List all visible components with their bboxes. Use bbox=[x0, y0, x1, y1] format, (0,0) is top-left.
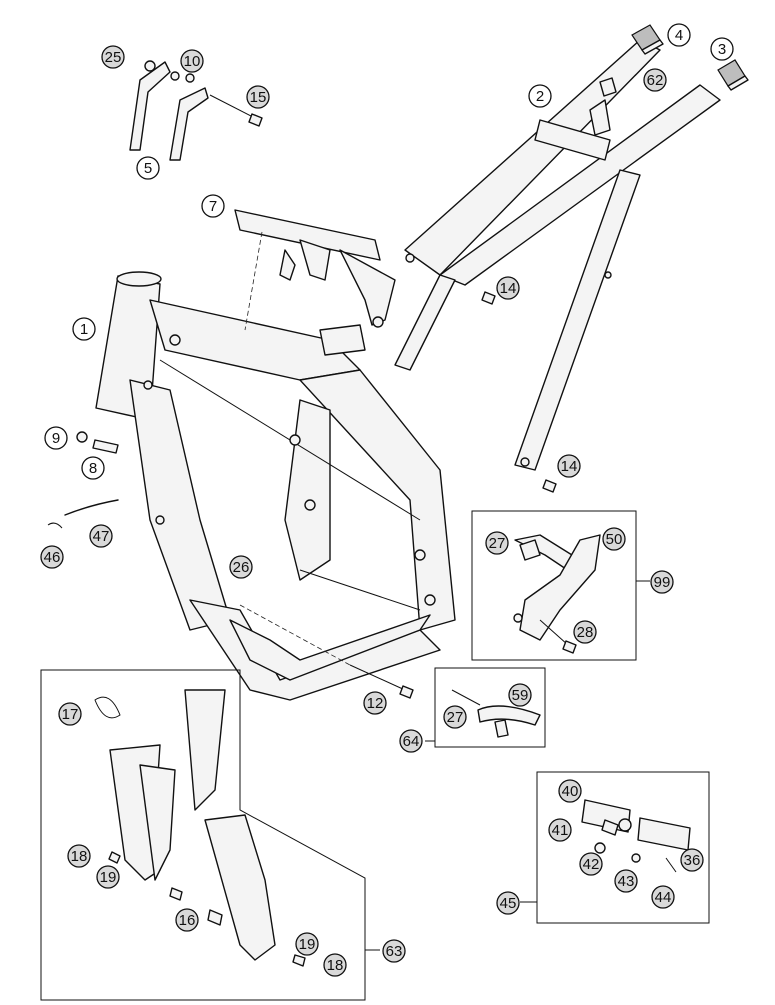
callout-14-lower: 14 bbox=[557, 454, 581, 478]
callout-63: 63 bbox=[382, 939, 406, 963]
svg-text:62: 62 bbox=[647, 72, 664, 89]
svg-text:8: 8 bbox=[89, 460, 97, 477]
svg-text:44: 44 bbox=[655, 889, 672, 906]
callout-40: 40 bbox=[558, 779, 582, 803]
svg-text:19: 19 bbox=[299, 936, 316, 953]
svg-text:40: 40 bbox=[562, 783, 579, 800]
callout-18-right: 18 bbox=[323, 953, 347, 977]
svg-text:12: 12 bbox=[367, 695, 384, 712]
callout-59: 59 bbox=[508, 683, 532, 707]
callout-64: 64 bbox=[399, 729, 423, 753]
svg-text:27: 27 bbox=[447, 709, 464, 726]
bushing-62 bbox=[599, 77, 617, 97]
svg-text:2: 2 bbox=[536, 88, 544, 105]
svg-text:50: 50 bbox=[606, 531, 623, 548]
svg-text:4: 4 bbox=[675, 27, 683, 44]
callout-99: 99 bbox=[650, 570, 674, 594]
svg-text:63: 63 bbox=[386, 943, 403, 960]
svg-text:26: 26 bbox=[233, 559, 250, 576]
svg-text:15: 15 bbox=[250, 89, 267, 106]
svg-text:18: 18 bbox=[71, 848, 88, 865]
svg-text:5: 5 bbox=[144, 160, 152, 177]
subframe bbox=[394, 39, 721, 471]
callout-2: 2 bbox=[528, 84, 552, 108]
svg-text:9: 9 bbox=[52, 430, 60, 447]
svg-text:41: 41 bbox=[552, 822, 569, 839]
callout-17: 17 bbox=[58, 702, 82, 726]
svg-text:25: 25 bbox=[105, 49, 122, 66]
svg-text:43: 43 bbox=[618, 873, 635, 890]
callout-36: 36 bbox=[680, 848, 704, 872]
callout-18-left: 18 bbox=[67, 844, 91, 868]
svg-text:45: 45 bbox=[500, 895, 517, 912]
callout-5: 5 bbox=[136, 156, 160, 180]
callout-12: 12 bbox=[363, 691, 387, 715]
svg-text:28: 28 bbox=[577, 624, 594, 641]
callout-14-upper: 14 bbox=[496, 276, 520, 300]
callout-50: 50 bbox=[602, 527, 626, 551]
svg-text:46: 46 bbox=[44, 549, 61, 566]
svg-text:19: 19 bbox=[100, 869, 117, 886]
subframe-end-caps bbox=[631, 24, 749, 91]
callout-27-box99: 27 bbox=[485, 531, 509, 555]
svg-text:17: 17 bbox=[62, 706, 79, 723]
callout-1: 1 bbox=[72, 317, 96, 341]
callout-47: 47 bbox=[89, 524, 113, 548]
callout-25: 25 bbox=[101, 45, 125, 69]
pivot-bolt bbox=[349, 664, 406, 691]
callout-7: 7 bbox=[201, 194, 225, 218]
callout-62: 62 bbox=[643, 68, 667, 92]
callout-15: 15 bbox=[246, 85, 270, 109]
callout-16: 16 bbox=[175, 908, 199, 932]
axle-hardware bbox=[47, 431, 119, 529]
main-frame bbox=[95, 271, 456, 701]
callout-19-left: 19 bbox=[96, 865, 120, 889]
svg-text:64: 64 bbox=[403, 733, 420, 750]
callout-28: 28 bbox=[573, 620, 597, 644]
callout-45: 45 bbox=[496, 891, 520, 915]
callout-41: 41 bbox=[548, 818, 572, 842]
svg-text:27: 27 bbox=[489, 535, 506, 552]
callout-10: 10 bbox=[180, 49, 204, 73]
callout-44: 44 bbox=[651, 885, 675, 909]
svg-text:14: 14 bbox=[561, 458, 578, 475]
callout-27-box64: 27 bbox=[443, 705, 467, 729]
svg-text:1: 1 bbox=[80, 321, 88, 338]
box-63-frame-protectors bbox=[40, 669, 380, 1001]
svg-text:16: 16 bbox=[179, 912, 196, 929]
callout-42: 42 bbox=[579, 852, 603, 876]
box-99-rear-brake-pedal bbox=[471, 510, 650, 661]
engine-mount-brackets bbox=[129, 60, 263, 161]
box-64-chain-guide bbox=[425, 667, 546, 748]
callout-19-right: 19 bbox=[295, 932, 319, 956]
callout-4: 4 bbox=[667, 23, 691, 47]
callout-3: 3 bbox=[710, 37, 734, 61]
svg-text:42: 42 bbox=[583, 856, 600, 873]
svg-text:7: 7 bbox=[209, 198, 217, 215]
engine-guard-bracket bbox=[234, 209, 396, 328]
svg-text:10: 10 bbox=[184, 53, 201, 70]
svg-text:59: 59 bbox=[512, 687, 529, 704]
callout-9: 9 bbox=[44, 426, 68, 450]
callout-8: 8 bbox=[81, 456, 105, 480]
svg-text:36: 36 bbox=[684, 852, 701, 869]
callout-43: 43 bbox=[614, 869, 638, 893]
callout-46: 46 bbox=[40, 545, 64, 569]
svg-text:14: 14 bbox=[500, 280, 517, 297]
svg-text:99: 99 bbox=[654, 574, 671, 591]
svg-text:18: 18 bbox=[327, 957, 344, 974]
callout-26: 26 bbox=[229, 555, 253, 579]
svg-text:47: 47 bbox=[93, 528, 110, 545]
svg-text:3: 3 bbox=[718, 41, 726, 58]
box-45-footpegs bbox=[520, 771, 710, 924]
